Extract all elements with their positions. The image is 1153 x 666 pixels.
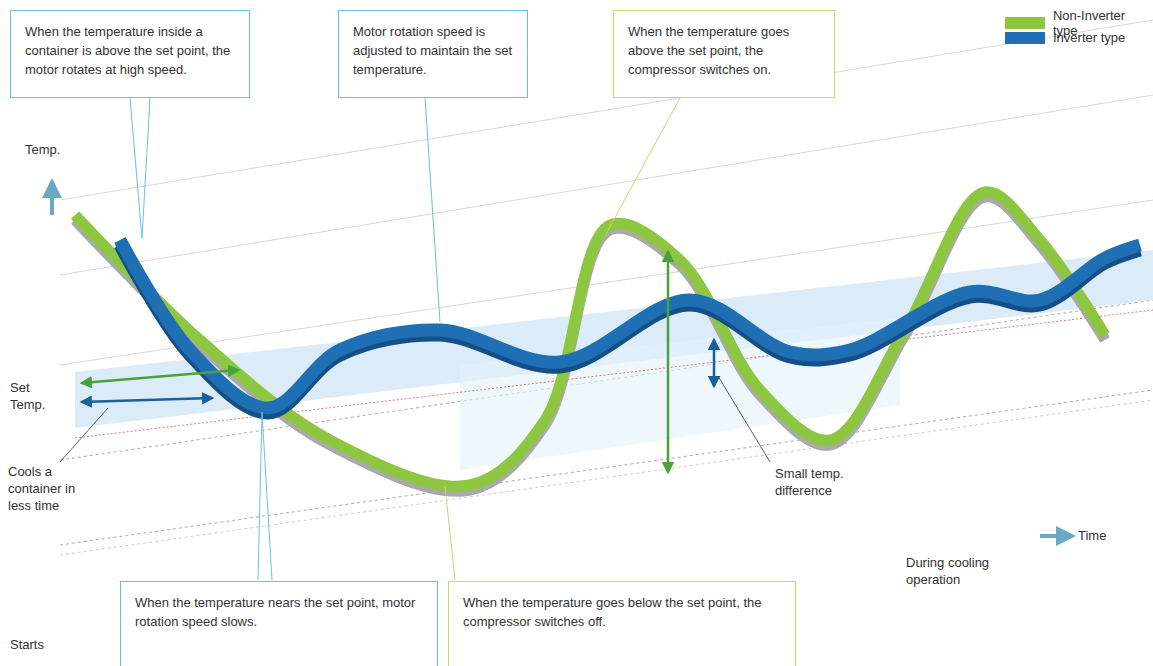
callout-box: When the temperature goes above the set … bbox=[613, 10, 835, 98]
callout-box: When the temperature goes below the set … bbox=[448, 581, 796, 666]
amplitude-arrow bbox=[667, 252, 670, 472]
legend-item: Inverter type bbox=[1005, 30, 1125, 45]
callout-text: When the temperature goes below the set … bbox=[463, 594, 781, 632]
callout-box: When the temperature nears the set point… bbox=[120, 581, 438, 666]
temp-axis-arrow bbox=[50, 182, 54, 215]
chart-label: Starts bbox=[10, 637, 70, 654]
guide-lines bbox=[60, 20, 1153, 555]
range-arrow bbox=[82, 398, 212, 402]
callout-text: Motor rotation speed is adjusted to main… bbox=[353, 23, 513, 80]
callout-text: When the temperature inside a container … bbox=[25, 23, 235, 80]
chart-label: During cooling operation bbox=[906, 555, 1016, 589]
legend-swatch bbox=[1005, 17, 1045, 29]
leader-lines bbox=[130, 98, 440, 580]
callout-box: When the temperature inside a container … bbox=[10, 10, 250, 98]
callout-text: When the temperature goes above the set … bbox=[628, 23, 820, 80]
legend-text: Inverter type bbox=[1053, 30, 1125, 45]
label-leaders bbox=[60, 376, 770, 462]
callout-box: Motor rotation speed is adjusted to main… bbox=[338, 10, 528, 98]
legend-swatch bbox=[1005, 32, 1045, 44]
chart-label: Cools a container in less time bbox=[8, 464, 86, 515]
amplitude-arrow bbox=[713, 340, 716, 386]
ribbon bbox=[120, 240, 1140, 408]
ribbon bbox=[75, 192, 1105, 486]
chart-label: Time bbox=[1078, 528, 1138, 545]
chart-label: Temp. bbox=[25, 142, 85, 159]
range-arrow bbox=[82, 370, 238, 383]
time-axis-arrow bbox=[1040, 534, 1072, 538]
chart-label: Small temp. difference bbox=[775, 466, 875, 500]
callout-text: When the temperature nears the set point… bbox=[135, 594, 423, 632]
leader-lines bbox=[445, 98, 680, 580]
chart-label: Set Temp. bbox=[10, 380, 56, 414]
